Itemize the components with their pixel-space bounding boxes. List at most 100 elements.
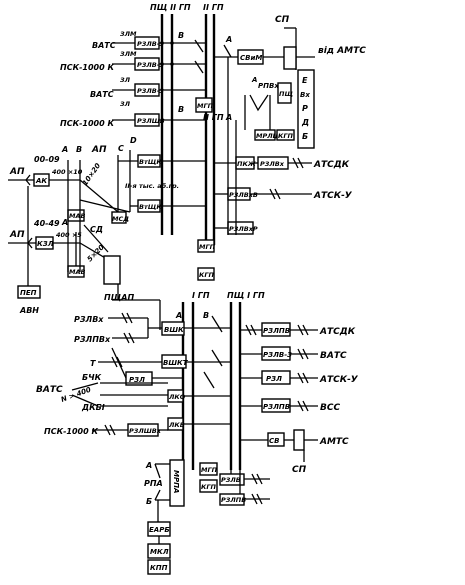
side-letter-0: Е xyxy=(302,76,308,85)
mgp-mid-label: МГП xyxy=(199,243,216,251)
mid-in-0: РЗЛВх xyxy=(74,315,104,324)
pschap-box xyxy=(103,255,121,285)
side-letter-4: Б xyxy=(302,132,308,141)
top-out-0-line: ЗЛМ xyxy=(120,30,137,38)
group-box-1-label: ВтЩК xyxy=(139,158,162,166)
group-range-label: II-я тыс. аб.гр. xyxy=(125,182,179,190)
top-out-2-line: ЗЛ xyxy=(120,76,131,84)
psch-small-box xyxy=(277,82,292,104)
ap-group-label: АП xyxy=(91,145,107,155)
rb-out-0-label: АТСДК xyxy=(319,327,356,337)
letter-a-rpvx: А xyxy=(251,76,257,84)
mgp-bottom-box xyxy=(199,462,218,476)
msd-box xyxy=(111,211,127,224)
letter-a-left0: А xyxy=(61,145,68,154)
mgp-mid-box xyxy=(197,239,215,253)
mav-label-0: МАВ xyxy=(69,212,85,220)
side-letter-1: Вх xyxy=(300,91,310,99)
side-letter-2: Р xyxy=(302,104,308,113)
rb-out-4-box-label: СВ xyxy=(269,437,279,445)
mgp-bottom-label: МГП xyxy=(201,466,218,474)
kpp-box xyxy=(147,559,171,575)
top-out-1-box-label: РЗЛВ-3 xyxy=(137,61,164,69)
letter-d-group: D xyxy=(130,136,137,145)
mkl-label: МКЛ xyxy=(150,548,169,556)
svim-box-label: СВиМ xyxy=(240,54,262,62)
bus-label-pshch-iigp: ПЩ II ГП xyxy=(150,3,191,12)
avn-label: АВН xyxy=(19,306,39,315)
lkv-label: ЛКВ xyxy=(168,421,185,429)
rb-out-3-label: ВСС xyxy=(320,403,340,413)
left-in-0-range: 00-09 xyxy=(34,155,60,164)
left-in-0-box-label: АК xyxy=(35,177,47,185)
pkzh-label: ПКЖ xyxy=(237,160,257,168)
kgp-bottom-label: КГП xyxy=(201,483,216,491)
letter-b-left0: В xyxy=(76,145,82,154)
left-in-0-ap: АП xyxy=(9,167,25,177)
mgp-top-box xyxy=(195,97,213,113)
sd-label: СД xyxy=(90,225,103,234)
top-out-0-box-label: РЗЛВ-3 xyxy=(137,40,164,48)
top-out-3-label: ПСК-1000 К xyxy=(60,119,114,128)
top-out-1-label: ПСК-1000 К xyxy=(60,63,114,72)
letter-a-igp: А xyxy=(175,311,182,320)
rzlv-bottom-label: РЗЛВ xyxy=(221,476,241,484)
vats-left-label: ВАТС xyxy=(36,385,63,395)
kgp-mid-label: КГП xyxy=(199,271,214,279)
left-in-1-ap: АП xyxy=(9,230,25,240)
bus-label-iigp: II ГП xyxy=(203,3,224,12)
lko-label: ЛКО xyxy=(168,393,186,401)
psk-bottom-label: ПСК-1000 К xyxy=(44,427,98,436)
top-out-2-label: ВАТС xyxy=(90,90,114,99)
kgp-small-box xyxy=(276,129,295,141)
left-in-1-box-label: КЗЛ xyxy=(37,240,54,248)
top-out-3-line: ЗЛ xyxy=(120,100,131,108)
igp-label: I ГП xyxy=(192,291,210,300)
mrlsh-label: МРЛШ xyxy=(256,132,281,140)
rzl-left-label: РЗЛ xyxy=(129,376,145,384)
side-letter-3: Д xyxy=(301,118,309,127)
pep-box xyxy=(17,285,41,299)
earb-label: ЕАРБ xyxy=(149,526,170,534)
kgp-small-label: КГП xyxy=(278,132,293,140)
mrlsh-box xyxy=(254,129,276,141)
rb-out-1-box-label: РЗЛВ-3 xyxy=(263,351,292,359)
pshch-igp-label: ПЩ I ГП xyxy=(227,291,265,300)
vshkt-label: ВШКТ xyxy=(163,359,189,367)
mrpa-box xyxy=(169,459,185,507)
kgp-mid-box xyxy=(197,267,215,281)
kpp-label: КПП xyxy=(150,564,168,572)
rzlvh-label: РЗЛВх xyxy=(260,160,285,168)
top-out-2-box-label: РЗЛВ-3 xyxy=(137,87,164,95)
left-in-1-range: 40-49 xyxy=(33,219,60,228)
pep-label: ПЕП xyxy=(20,289,37,297)
top-out-0-label: ВАТС xyxy=(92,41,116,50)
rb-out-2-label: АТСК-У xyxy=(319,375,359,385)
rzlvhv-label: РЗЛВхВ xyxy=(229,191,258,199)
t-label: Т xyxy=(90,359,96,368)
kgp-bottom-box xyxy=(199,479,218,493)
letter-a-left1: А xyxy=(61,218,68,227)
letter-a-bottom: А xyxy=(145,461,152,470)
group-box-2-label: ВтЩК xyxy=(139,203,162,211)
from-amts-label: від АМТС xyxy=(318,45,366,56)
letter-b-bottom: Б xyxy=(146,497,152,506)
edvrdb-box xyxy=(297,69,315,149)
mkl-box xyxy=(147,543,171,559)
top-out-1-line: ЗЛМ xyxy=(120,50,137,58)
rpvx-label: РПВх xyxy=(258,82,279,90)
rb-out-4-sp: СП xyxy=(292,465,307,475)
rb-out-1-label: ВАТС xyxy=(320,351,347,361)
top-out-3-box-label: РЗЛШВ xyxy=(137,117,165,125)
psch-small-label: ПЩ xyxy=(279,90,293,98)
pschap-label: ПЩАП xyxy=(104,293,134,302)
bus-label-iigp-2: II ГП xyxy=(203,113,224,122)
letter-c-group: С xyxy=(118,144,124,153)
rb-out-2-box-label: РЗЛ xyxy=(266,375,282,383)
mrpa-label: МРПА xyxy=(172,470,180,493)
rb-out-4-label: АМТС xyxy=(319,437,349,447)
letter-b-mid: В xyxy=(178,105,184,114)
rb-out-0-box-label: РЗЛПВ xyxy=(263,327,290,335)
letter-a-top: А xyxy=(225,35,232,44)
